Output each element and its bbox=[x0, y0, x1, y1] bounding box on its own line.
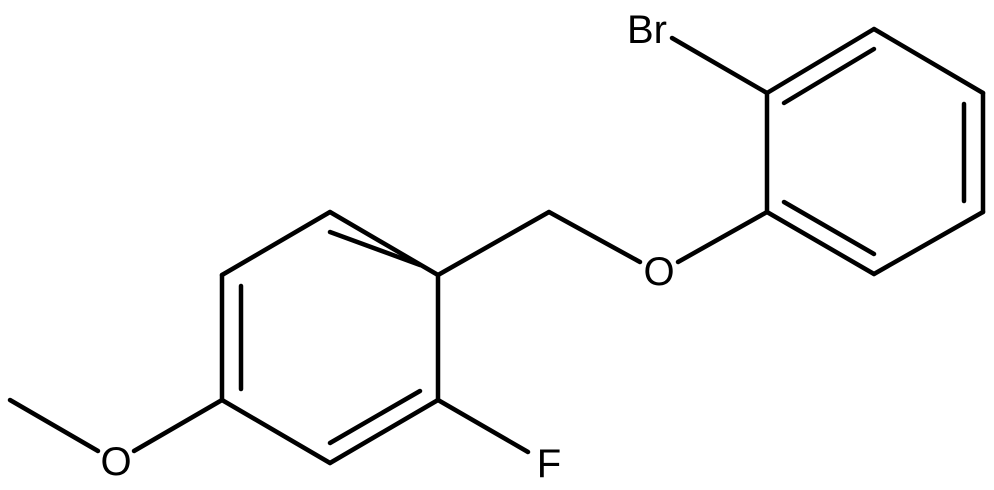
bromophenyl-ring bbox=[764, 26, 986, 277]
bond-ring2-c2-c3 bbox=[871, 26, 986, 96]
bond-aryl-o bbox=[675, 209, 770, 265]
bond-ring2-c1-c2-inner bbox=[781, 46, 877, 106]
atom-bromine: Br bbox=[627, 8, 667, 52]
bond-ch2-aryl bbox=[435, 209, 552, 278]
bond-ring1-c5-c6-inner bbox=[327, 388, 423, 446]
bond-ring2-c4-c5 bbox=[871, 209, 986, 277]
bond-ring1-c2-c3 bbox=[219, 209, 333, 278]
bond-ring2-c5-c6-inner bbox=[781, 199, 877, 257]
bond-aryl-ome bbox=[131, 397, 225, 454]
atom-methoxy-oxygen: O bbox=[100, 440, 131, 484]
bond-ring2-c5-c6 bbox=[764, 209, 877, 277]
bond-o-ch2 bbox=[546, 209, 643, 265]
bond-ring1-c4-c5 bbox=[219, 397, 333, 466]
atom-ether-oxygen: O bbox=[643, 250, 674, 294]
bond-c-f bbox=[435, 397, 531, 455]
bond-o-methyl bbox=[7, 397, 101, 454]
fluoromethoxyphenyl-ring bbox=[219, 209, 441, 466]
bond-ring2-c1-c2 bbox=[764, 26, 877, 96]
bond-ring1-c1-c2-inner bbox=[327, 229, 423, 268]
atom-fluorine: F bbox=[537, 442, 561, 486]
bond-c-br bbox=[669, 35, 770, 96]
bond-ring1-c5-c6 bbox=[327, 397, 441, 466]
